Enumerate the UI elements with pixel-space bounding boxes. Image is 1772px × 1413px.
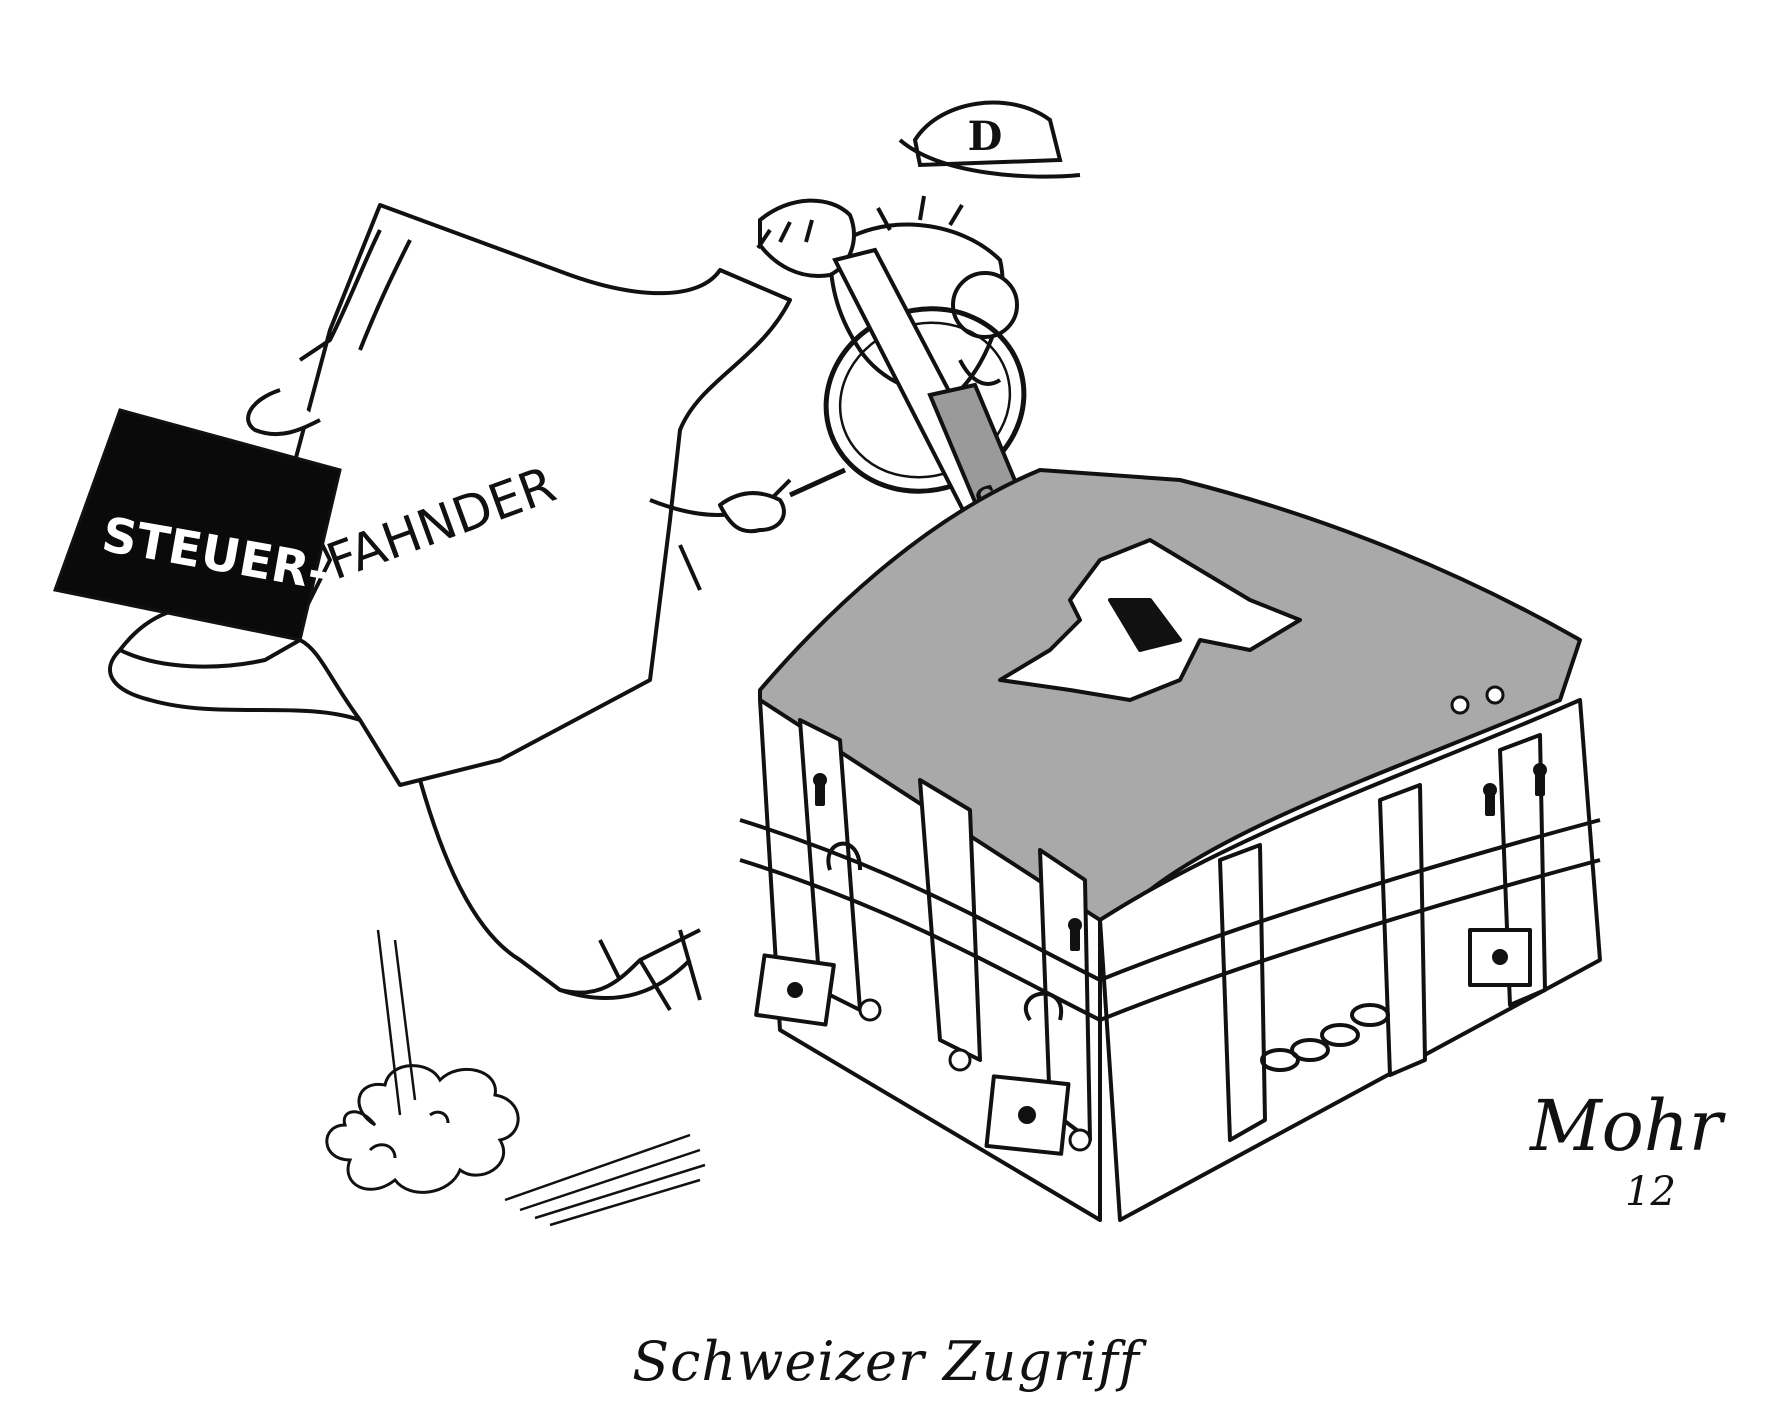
padlock-side: [1468, 928, 1532, 987]
coat: [118, 203, 792, 787]
nose: [951, 271, 1019, 339]
padlock-front: [754, 841, 862, 1027]
hand-on-lever: [756, 198, 856, 278]
rivets: [858, 685, 1505, 1152]
tax-investigator: [108, 203, 792, 1012]
chest-side: [1098, 698, 1602, 1222]
chain: [1260, 1003, 1390, 1072]
legs: [418, 779, 701, 1000]
motion-lines: [376, 929, 706, 1227]
padlock-center: [984, 991, 1071, 1156]
dust-cloud: [325, 1064, 520, 1194]
signature-year: 12: [1625, 1169, 1676, 1215]
keyholes: [813, 763, 1547, 951]
swiss-chest: [739, 468, 1602, 1222]
hat-label: D: [968, 113, 1003, 160]
briefcase: STEUER-: [52, 408, 342, 642]
signature-name: Mohr: [1528, 1085, 1726, 1167]
hat: D: [898, 100, 1081, 179]
artist-signature: Mohr 12: [1528, 1085, 1726, 1215]
cartoon-caption: Schweizer Zugriff: [632, 1330, 1140, 1393]
